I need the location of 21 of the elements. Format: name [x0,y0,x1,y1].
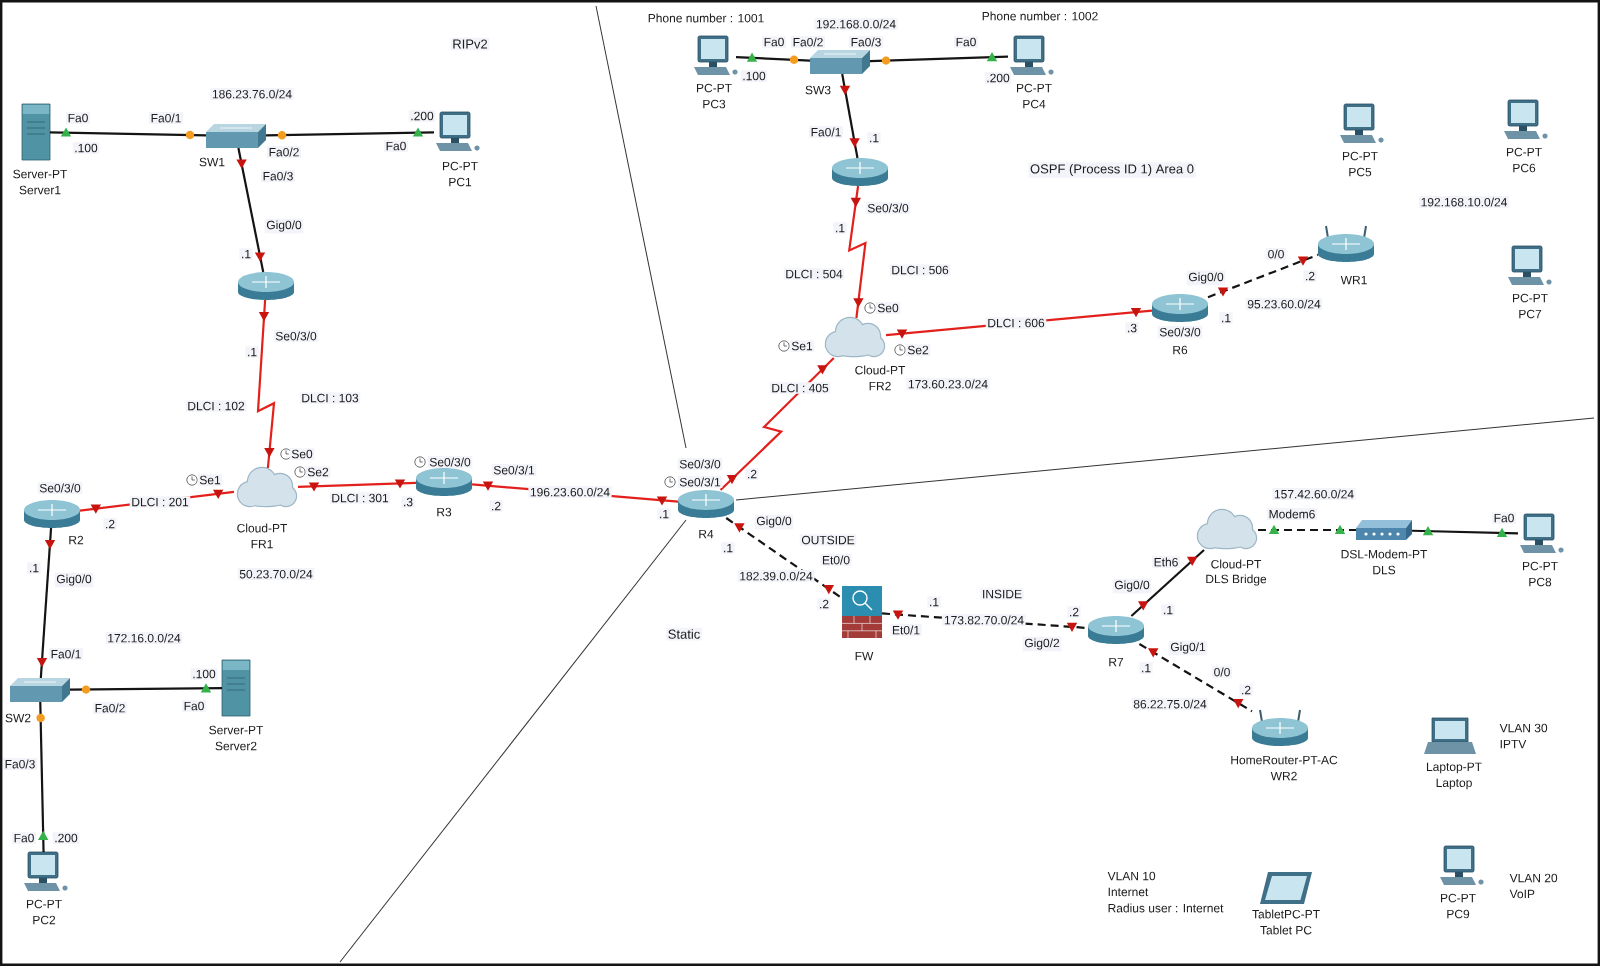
connection-line [725,517,843,600]
connection-line [297,481,417,489]
connection-line [841,73,859,159]
connection-line [1258,528,1356,532]
connection-line [1412,529,1519,535]
connection-line [237,147,265,273]
connection-line [70,687,223,691]
router-icon [832,158,888,186]
connection-line [50,131,207,137]
connection-line [719,357,835,491]
connection-line [735,55,811,62]
connection-line [1130,549,1205,617]
connection-line [256,299,276,469]
connection-line [39,702,45,853]
connection-line [869,55,1009,63]
connection-line [1207,253,1319,299]
router-icon [238,272,294,300]
connection-line [39,527,53,679]
connection-line [847,185,867,319]
connection-line [1138,643,1253,713]
connection-line [266,131,435,137]
